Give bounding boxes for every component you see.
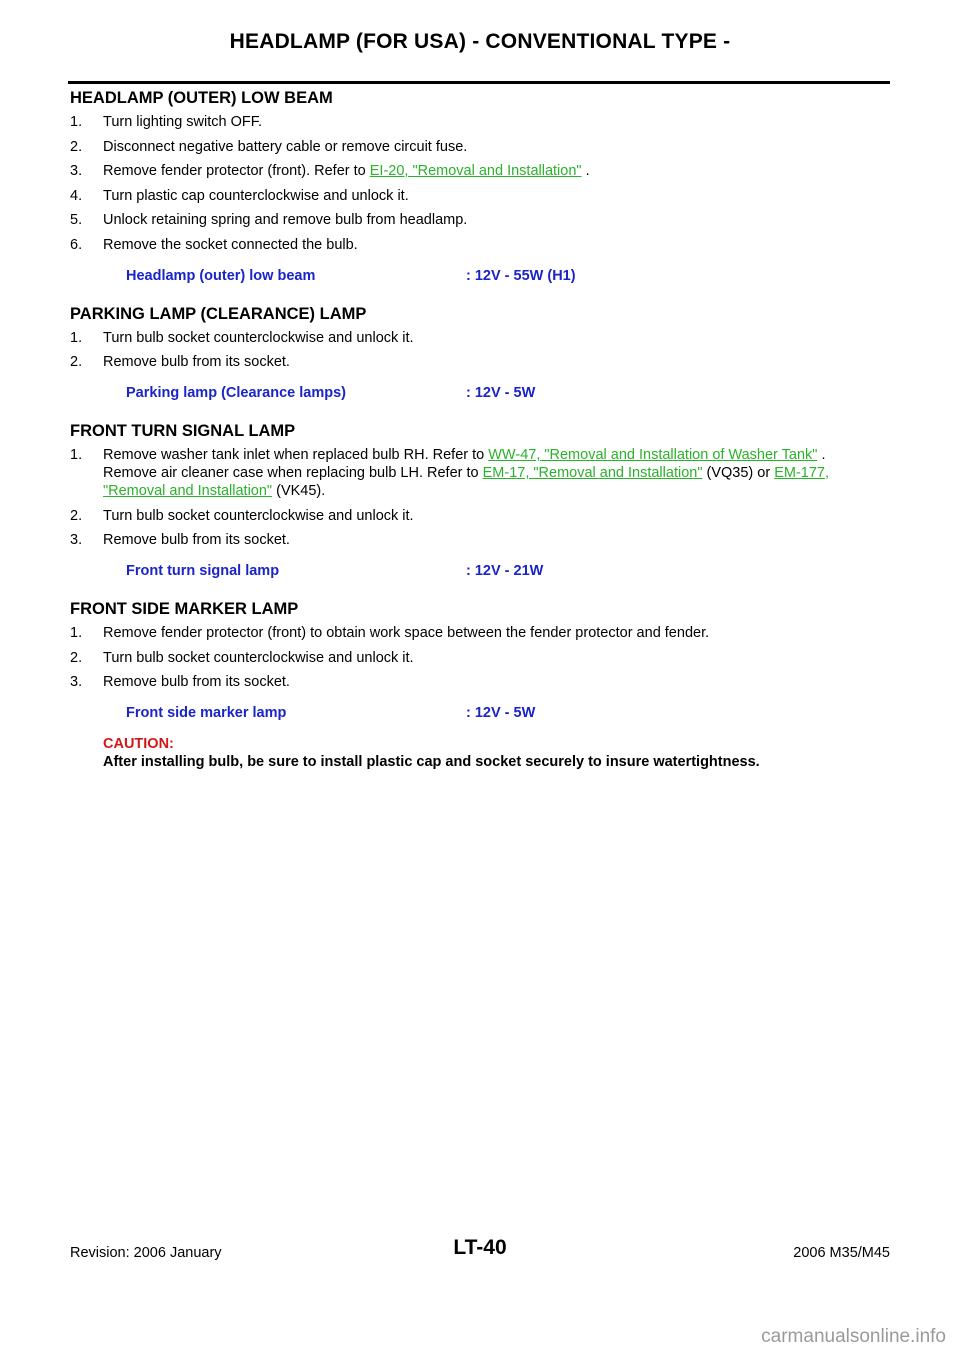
step-number: 2. xyxy=(70,649,83,666)
step-number: 3. xyxy=(70,163,83,179)
step-number: 6. xyxy=(70,236,83,253)
step: 6. Remove the socket connected the bulb. xyxy=(70,236,890,254)
step: 3. Remove bulb from its socket. xyxy=(70,673,890,691)
link-ei-20[interactable]: EI-20, "Removal and Installation" xyxy=(369,163,582,179)
step-text: Turn lighting switch OFF. xyxy=(103,114,263,130)
section-heading-front-side-marker: FRONT SIDE MARKER LAMP xyxy=(70,600,299,618)
step: 4. Turn plastic cap counterclockwise and … xyxy=(70,187,890,205)
caution-label: CAUTION: xyxy=(103,736,174,752)
step: 2. Turn bulb socket counterclockwise and … xyxy=(70,507,890,525)
step: 2. Remove bulb from its socket. xyxy=(70,353,890,371)
step: 1. Remove washer tank inlet when replaced… xyxy=(70,446,890,500)
spec-name: Parking lamp (Clearance lamps) xyxy=(126,385,346,401)
spec-row: Headlamp (outer) low beam : 12V - 55W (H1… xyxy=(70,267,890,285)
spec-value: : 12V - 55W (H1) xyxy=(466,267,576,284)
step-number: 3. xyxy=(70,674,83,690)
step-number: 1. xyxy=(70,114,83,130)
spec-value: : 12V - 5W xyxy=(466,705,536,721)
section-heading-headlamp-low-beam: HEADLAMP (OUTER) LOW BEAM xyxy=(70,89,333,107)
step: 1. Turn bulb socket counterclockwise and … xyxy=(70,329,890,347)
link-ww-47[interactable]: WW-47, "Removal and Installation of Wash… xyxy=(488,447,818,463)
step-text: (VQ35) or xyxy=(702,465,775,481)
spec-row: Parking lamp (Clearance lamps) : 12V - 5W xyxy=(70,384,890,402)
step-text: Remove bulb from its socket. xyxy=(103,354,290,370)
step-text: Turn bulb socket counterclockwise and un… xyxy=(103,507,414,524)
section-heading-front-turn-signal: FRONT TURN SIGNAL LAMP xyxy=(70,422,296,440)
step: 5. Unlock retaining spring and remove bul… xyxy=(70,211,890,229)
spec-row: Front turn signal lamp : 12V - 21W xyxy=(70,562,890,580)
step-number: 2. xyxy=(70,354,83,370)
step-text: Remove washer tank inlet when replaced b… xyxy=(103,447,489,463)
caution-block: CAUTION: After installing bulb, be sure … xyxy=(70,735,890,771)
step: 2. Disconnect negative battery cable or r… xyxy=(70,138,890,156)
spec-row: Front side marker lamp : 12V - 5W xyxy=(70,704,890,722)
caution-text: After installing bulb, be sure to instal… xyxy=(103,754,760,770)
step: 1. Turn lighting switch OFF. xyxy=(70,113,890,131)
step-text: Remove air cleaner case when replacing b… xyxy=(103,465,483,481)
spec-name: Headlamp (outer) low beam xyxy=(126,267,316,284)
step-text: Disconnect negative battery cable or rem… xyxy=(103,138,468,155)
step-text: Remove fender protector (front). Refer t… xyxy=(103,163,370,179)
content: HEADLAMP (OUTER) LOW BEAM 1. Turn lightin… xyxy=(70,88,890,771)
section-heading-parking-lamp: PARKING LAMP (CLEARANCE) LAMP xyxy=(70,304,367,323)
step: 3. Remove bulb from its socket. xyxy=(70,531,890,549)
spec-value: : 12V - 21W xyxy=(466,563,544,579)
step-text: Turn plastic cap counterclockwise and un… xyxy=(103,187,409,204)
step-text: (VK45). xyxy=(272,483,326,499)
page-number: LT-40 xyxy=(453,1236,507,1259)
step-text: Remove bulb from its socket. xyxy=(103,532,290,548)
step-text: . xyxy=(817,447,826,463)
link-em-17[interactable]: EM-17, "Removal and Installation" xyxy=(482,465,703,481)
step-number: 1. xyxy=(70,447,83,463)
step-number: 2. xyxy=(70,138,83,155)
step-text: Remove the socket connected the bulb. xyxy=(103,236,358,253)
revision-date: Revision: 2006 January xyxy=(70,1245,222,1261)
step-text: Remove bulb from its socket. xyxy=(103,674,290,690)
spec-name: Front side marker lamp xyxy=(126,705,287,721)
step-number: 1. xyxy=(70,625,83,641)
step-number: 3. xyxy=(70,532,83,548)
step-number: 1. xyxy=(70,329,83,346)
watermark: carmanualsonline.info xyxy=(761,1326,946,1347)
step: 3. Remove fender protector (front). Refer… xyxy=(70,162,890,180)
title-divider xyxy=(68,81,890,84)
step: 2. Turn bulb socket counterclockwise and … xyxy=(70,649,890,667)
step-text: Remove fender protector (front) to obtai… xyxy=(103,625,710,641)
link-em-177[interactable]: EM-177, "Removal and Installation" xyxy=(103,465,829,499)
step-text: Unlock retaining spring and remove bulb … xyxy=(103,212,468,228)
step-text: Turn bulb socket counterclockwise and un… xyxy=(103,329,414,346)
step-number: 2. xyxy=(70,507,83,524)
step: 1. Remove fender protector (front) to obt… xyxy=(70,624,890,642)
step-number: 5. xyxy=(70,212,83,228)
model-label: 2006 M35/M45 xyxy=(793,1245,890,1261)
spec-name: Front turn signal lamp xyxy=(126,563,280,579)
step-text: Turn bulb socket counterclockwise and un… xyxy=(103,649,414,666)
step-number: 4. xyxy=(70,187,83,204)
spec-value: : 12V - 5W xyxy=(466,385,536,401)
page-title: HEADLAMP (FOR USA) - CONVENTIONAL TYPE - xyxy=(229,30,731,53)
step-text: . xyxy=(581,163,590,179)
